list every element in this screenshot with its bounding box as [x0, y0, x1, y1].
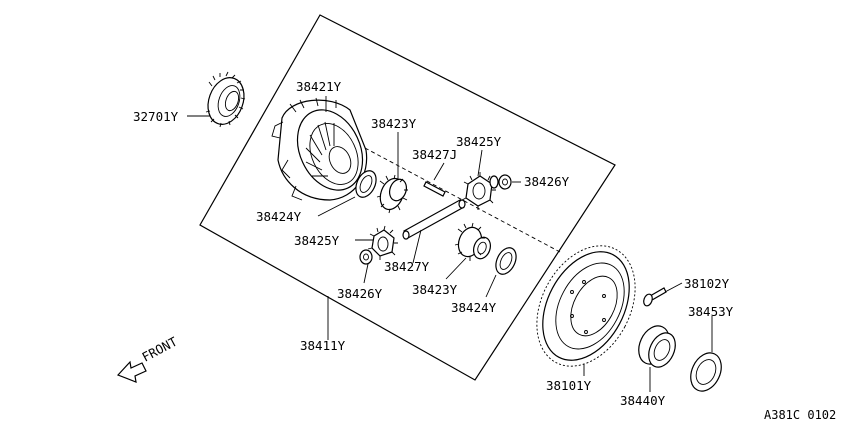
label-38101: 38101Y — [546, 378, 592, 393]
label-38453: 38453Y — [688, 304, 734, 319]
assembly-frame — [199, 14, 616, 381]
part-38426-washer-b — [359, 249, 373, 265]
part-38427Y-shaft — [402, 199, 466, 240]
label-38411: 38411Y — [300, 338, 346, 353]
part-38424-washer-a — [355, 170, 377, 198]
front-label: FRONT — [139, 334, 180, 365]
label-38102: 38102Y — [684, 276, 730, 291]
part-38423-side-gear-a — [376, 174, 408, 214]
part-38453-shim — [690, 352, 722, 392]
label-38424-a: 38424Y — [256, 209, 302, 224]
part-38102-bolt — [643, 287, 667, 307]
leader-lines — [187, 96, 713, 392]
part-38421-differential-case — [271, 97, 368, 201]
label-38424-b: 38424Y — [451, 300, 497, 315]
part-38424-washer-b — [495, 247, 517, 275]
label-38425-a: 38425Y — [456, 134, 502, 149]
center-axis — [364, 147, 561, 253]
part-32701-gear — [205, 71, 246, 128]
label-38427Y: 38427Y — [384, 259, 430, 274]
label-32701: 32701Y — [133, 109, 179, 124]
label-38425-b: 38425Y — [294, 233, 340, 248]
part-38101-ring-gear — [536, 245, 636, 367]
part-38425-pinion-b — [367, 225, 398, 260]
label-38423-a: 38423Y — [371, 116, 417, 131]
part-38423-side-gear-b — [454, 222, 492, 261]
part-38426-washer-a — [498, 174, 512, 190]
part-38440-seal — [638, 325, 676, 368]
label-38426-b: 38426Y — [337, 286, 383, 301]
part-38427J-pin — [423, 181, 446, 197]
label-38426-a: 38426Y — [524, 174, 570, 189]
diagram-code: A381C 0102 — [764, 408, 836, 422]
part-38425-pinion-a — [461, 172, 499, 210]
label-38423-b: 38423Y — [412, 282, 458, 297]
front-arrow — [116, 360, 147, 383]
label-38440: 38440Y — [620, 393, 666, 408]
label-38427J: 38427J — [412, 147, 457, 162]
label-38421: 38421Y — [296, 79, 342, 94]
